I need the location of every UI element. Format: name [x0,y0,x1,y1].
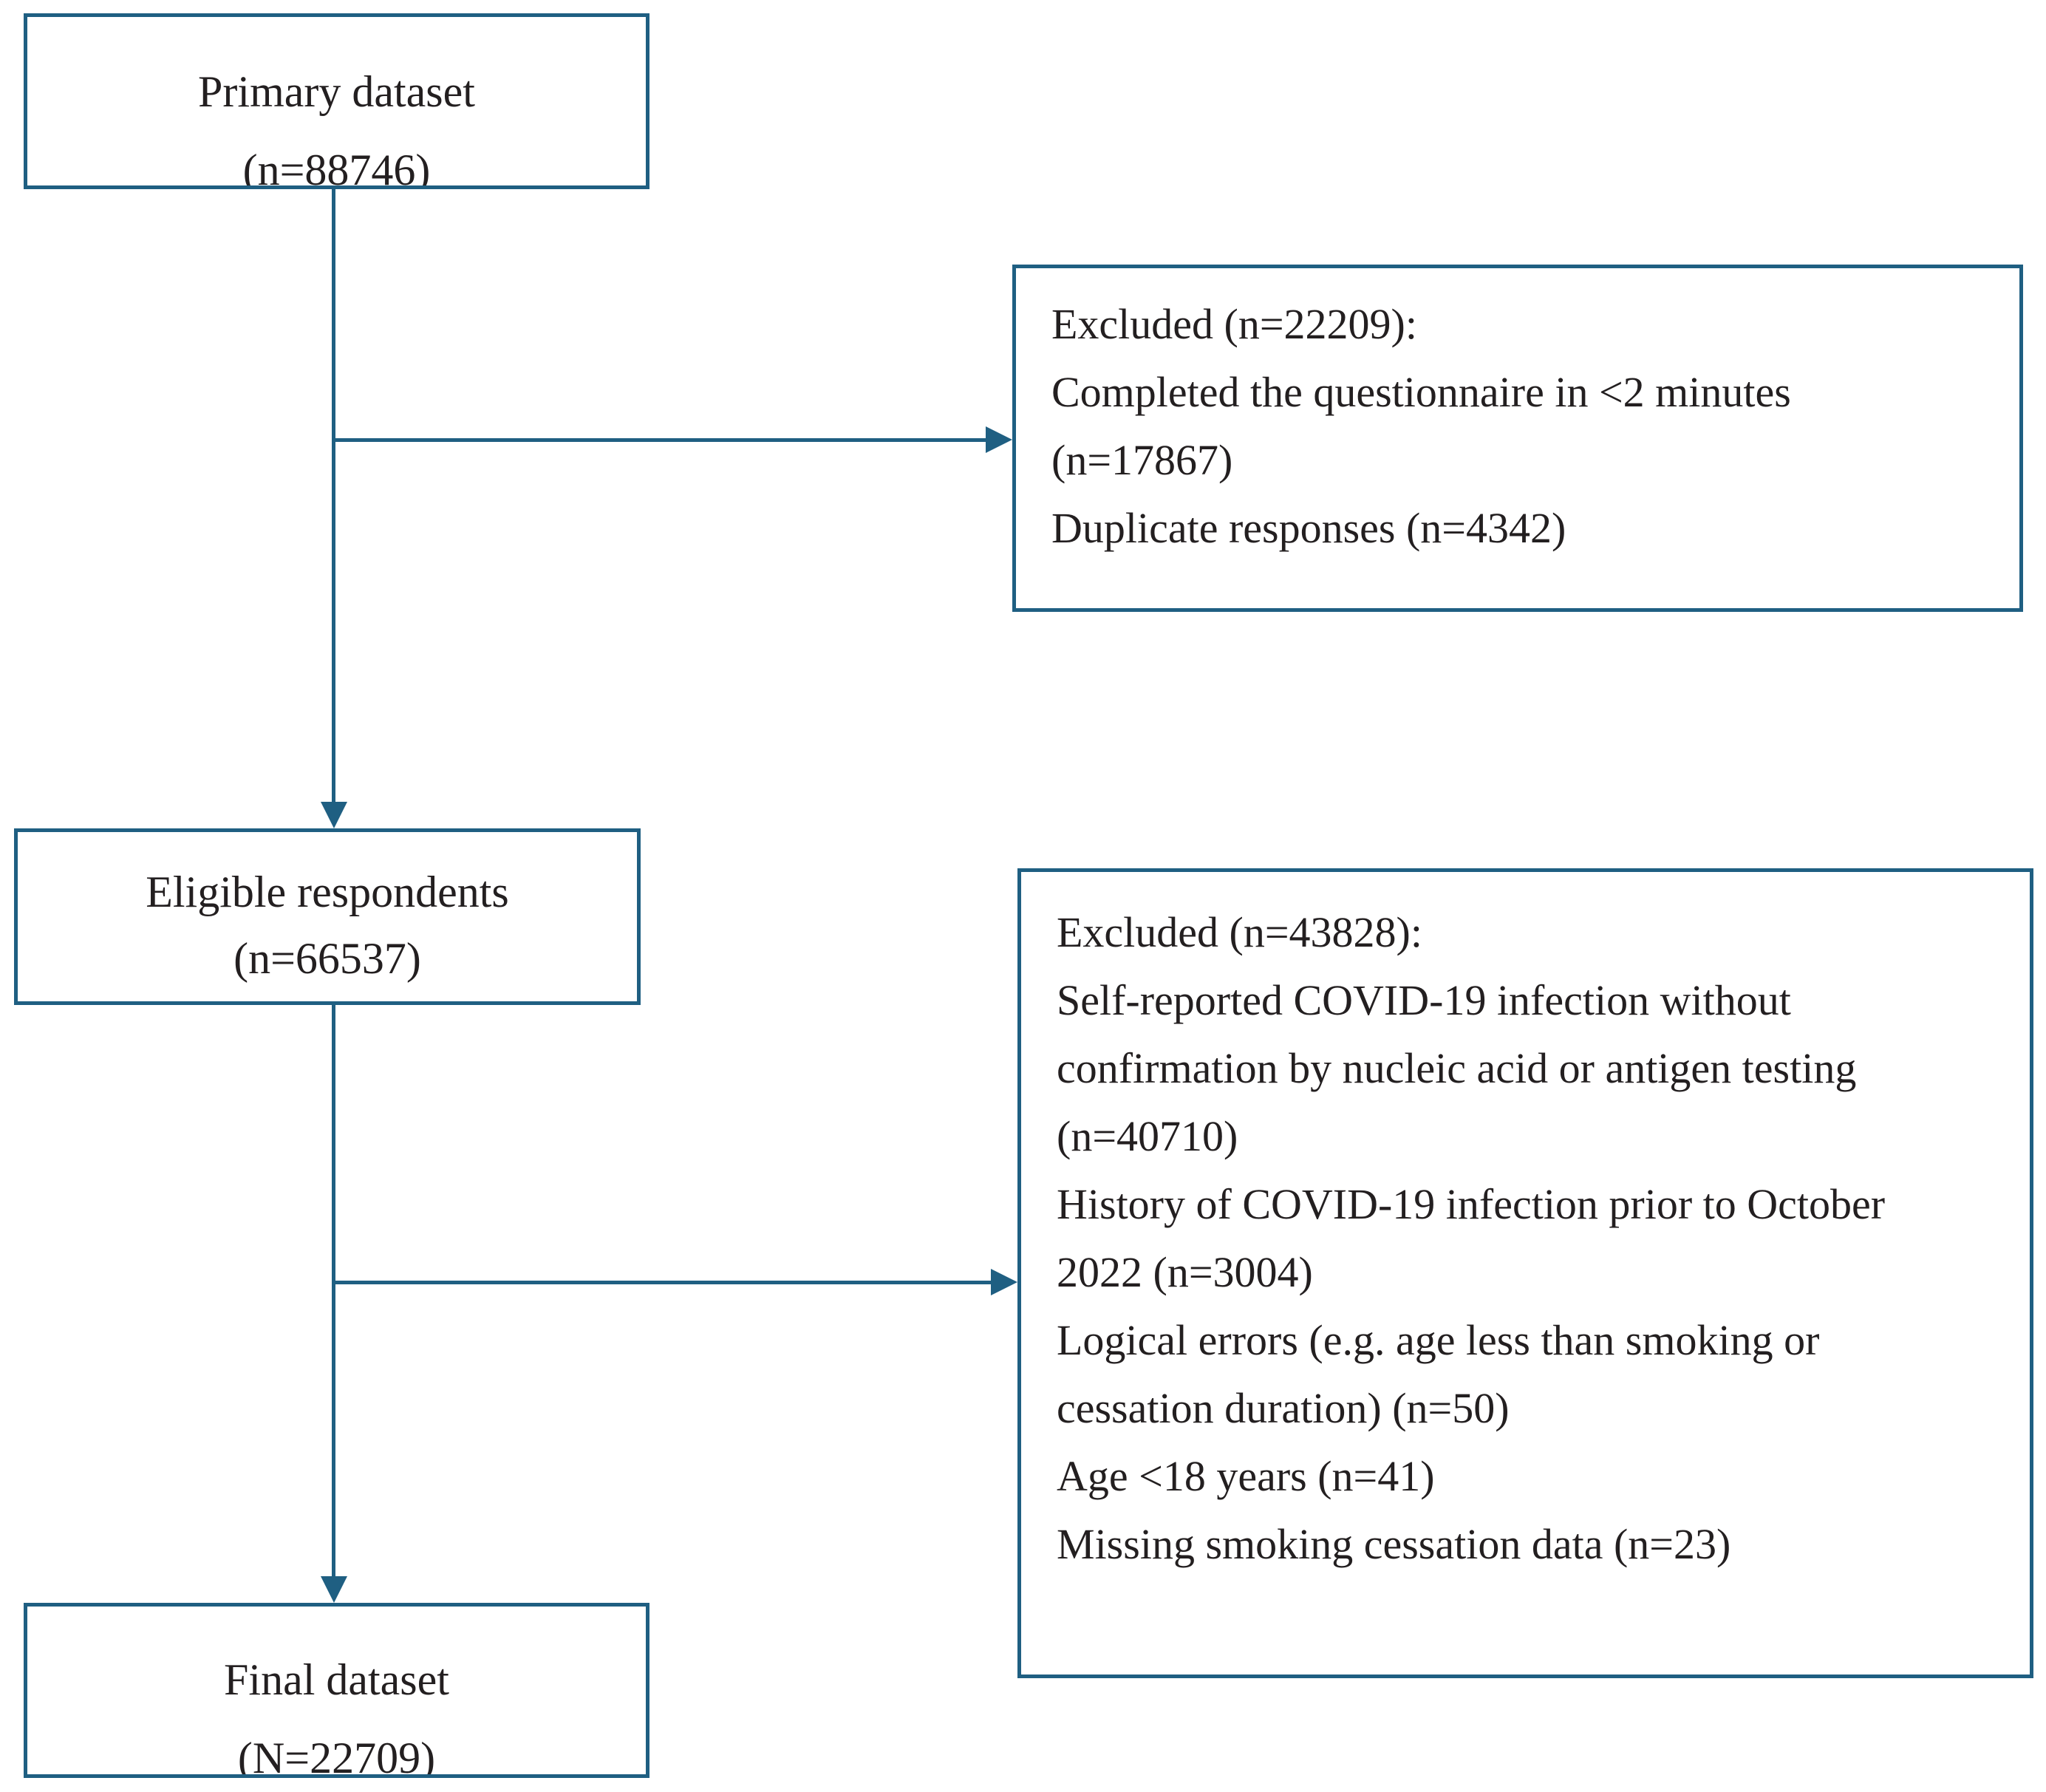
exclusion-2-reason: confirmation by nucleic acid or antigen … [1057,1044,1857,1092]
exclusion-2-reason: Age <18 years (n=41) [1057,1452,1435,1500]
connector-to-exclusion2 [334,1281,997,1284]
exclusion-2-reason: Self-reported COVID-19 infection without [1057,976,1791,1024]
exclusion-1-heading: Excluded (n=22209): [1051,300,1417,348]
connector-to-exclusion1 [334,438,992,442]
final-dataset-title: Final dataset [224,1655,449,1704]
final-dataset-box: Final dataset (N=22709) [24,1603,649,1778]
exclusion-2-reason: Missing smoking cessation data (n=23) [1057,1520,1731,1568]
eligible-respondents-box: Eligible respondents (n=66537) [14,828,641,1005]
exclusion-box-1: Excluded (n=22209): Completed the questi… [1012,265,2023,612]
exclusion-box-2: Excluded (n=43828): Self-reported COVID-… [1017,868,2033,1678]
eligible-respondents-title: Eligible respondents [146,868,509,916]
connector-primary-to-eligible [332,189,335,806]
arrowhead-exclusion2 [991,1269,1017,1295]
exclusion-2-reason: 2022 (n=3004) [1057,1248,1313,1296]
arrowhead-final [321,1576,347,1603]
exclusion-2-heading: Excluded (n=43828): [1057,908,1422,956]
connector-eligible-to-final [332,1005,335,1581]
arrowhead-eligible [321,802,347,828]
exclusion-2-reason: History of COVID-19 infection prior to O… [1057,1180,1886,1228]
exclusion-1-reason: (n=17867) [1051,436,1233,484]
primary-dataset-title: Primary dataset [198,67,475,116]
exclusion-2-reason: (n=40710) [1057,1112,1238,1160]
primary-dataset-box: Primary dataset (n=88746) [24,13,649,189]
arrowhead-exclusion1 [986,426,1012,453]
final-dataset-count: (N=22709) [237,1734,436,1778]
exclusion-2-reason: Logical errors (e.g. age less than smoki… [1057,1316,1820,1364]
primary-dataset-count: (n=88746) [242,146,431,189]
exclusion-2-reason: cessation duration) (n=50) [1057,1384,1510,1432]
eligible-respondents-count: (n=66537) [233,934,421,983]
exclusion-1-reason: Duplicate responses (n=4342) [1051,504,1566,552]
exclusion-1-reason: Completed the questionnaire in <2 minute… [1051,368,1791,416]
